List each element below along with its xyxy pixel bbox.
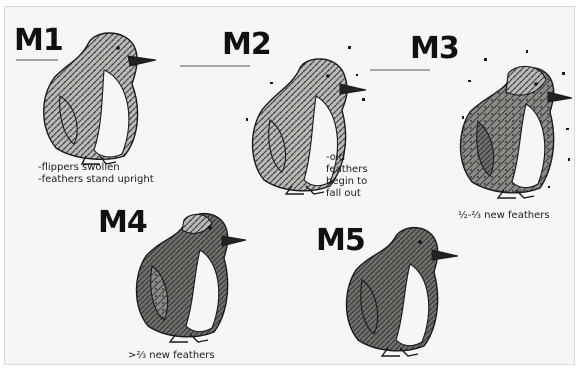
penguin-m3 bbox=[461, 50, 573, 198]
stage-notes-m1: -flippers swollen -feathers stand uprigh… bbox=[38, 162, 154, 186]
stage-label-m1: M1 bbox=[14, 26, 63, 56]
stage-notes-m4: >⅔ new feathers bbox=[128, 350, 215, 362]
penguin-m4 bbox=[137, 214, 247, 342]
stage-label-m4: M4 bbox=[98, 208, 147, 238]
stage-notes-m3: ½-⅔ new feathers bbox=[458, 210, 550, 222]
stage-label-m5: M5 bbox=[316, 226, 365, 256]
stage-label-m3: M3 bbox=[410, 34, 459, 64]
stage-label-m2: M2 bbox=[222, 30, 271, 60]
stage-notes-m2: -old feathers begin to fall out bbox=[326, 152, 368, 200]
